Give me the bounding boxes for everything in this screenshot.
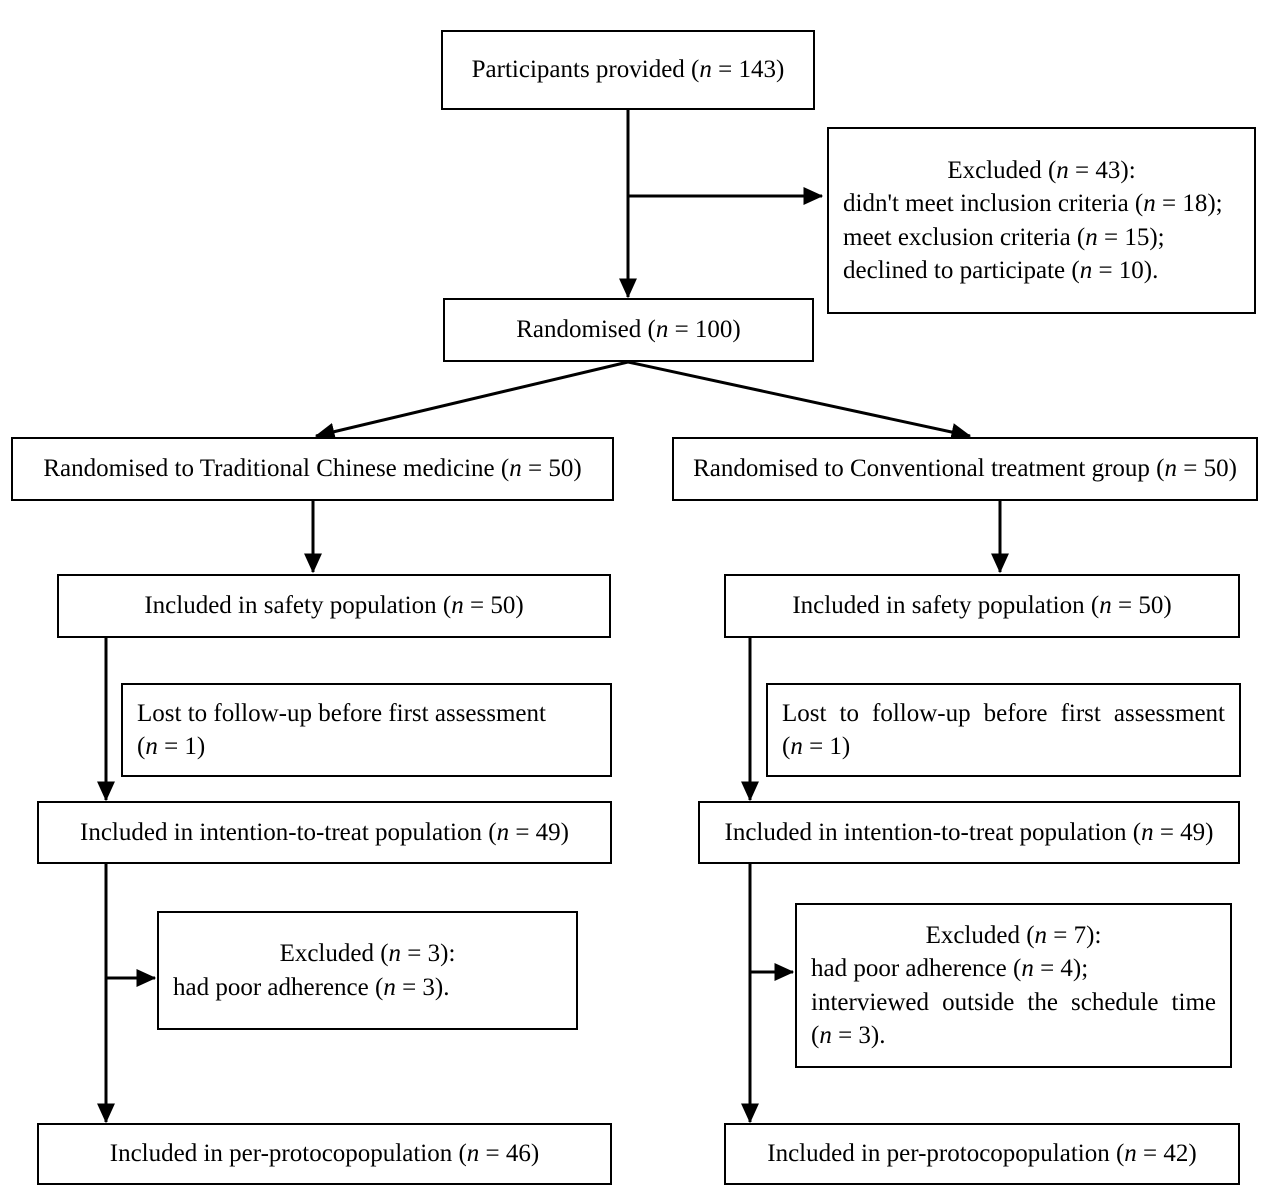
node-text-line: Included in intention-to-treat populatio…: [724, 818, 1214, 846]
node-text-line: Randomised (n = 100): [516, 316, 741, 344]
node-per-protocol-population-tcm: Included in per-protocopopulation (n = 4…: [37, 1123, 612, 1185]
node-text-line: Included in safety population (n = 50): [792, 592, 1172, 620]
node-excluded-enrollment: Excluded (n = 43): didn't meet inclusion …: [827, 127, 1256, 314]
node-text-line: had poor adherence (n = 3).: [173, 973, 450, 1001]
node-text-line: Excluded (n = 7):: [925, 921, 1102, 949]
node-safety-population-tcm: Included in safety population (n = 50): [57, 574, 611, 638]
node-text-line: interviewed outside the schedule time: [811, 988, 1216, 1016]
node-text-line: Included in intention-to-treat populatio…: [80, 818, 569, 846]
node-text-line: Included in per-protocopopulation (n = 4…: [109, 1140, 540, 1168]
node-text-line: Randomised to Traditional Chinese medici…: [43, 455, 582, 483]
node-text-line: meet exclusion criteria (n = 15);: [843, 223, 1165, 251]
node-text-line: Included in safety population (n = 50): [144, 592, 524, 620]
node-allocation-tcm: Randomised to Traditional Chinese medici…: [11, 437, 614, 501]
node-text-line: Lost to follow-up before first assessmen…: [782, 699, 1225, 727]
node-text-line: (n = 3).: [811, 1022, 886, 1049]
node-safety-population-conventional: Included in safety population (n = 50): [724, 574, 1240, 638]
node-text-line: had poor adherence (n = 4);: [811, 955, 1089, 982]
node-text-line: Included in per-protocopopulation (n = 4…: [767, 1140, 1197, 1168]
node-excluded-conventional: Excluded (n = 7): had poor adherence (n =…: [795, 903, 1232, 1068]
node-itt-population-conventional: Included in intention-to-treat populatio…: [698, 801, 1240, 864]
node-text-line: didn't meet inclusion criteria (n = 18);: [843, 190, 1223, 217]
node-text-line: (n = 1): [782, 733, 851, 760]
node-text-line: Excluded (n = 43):: [947, 156, 1136, 184]
node-allocation-conventional: Randomised to Conventional treatment gro…: [672, 437, 1258, 501]
node-lost-to-followup-conventional: Lost to follow-up before first assessmen…: [766, 683, 1241, 777]
node-text-line: (n = 1): [137, 733, 206, 760]
node-text-line: Lost to follow-up before first assessmen…: [137, 699, 546, 727]
node-excluded-tcm: Excluded (n = 3): had poor adherence (n =…: [157, 911, 578, 1030]
arrow-randomised-to-alloc-right: [627, 360, 972, 441]
node-text-line: Excluded (n = 3):: [279, 940, 456, 967]
node-text-line: Randomised to Conventional treatment gro…: [693, 455, 1237, 483]
node-lost-to-followup-tcm: Lost to follow-up before first assessmen…: [121, 683, 612, 777]
node-randomised: Randomised (n = 100): [443, 298, 814, 362]
arrow-randomised-to-alloc-left: [314, 360, 629, 441]
node-text-line: declined to participate (n = 10).: [843, 257, 1159, 284]
node-text-line: Participants provided (n = 143): [471, 56, 785, 84]
node-participants-provided: Participants provided (n = 143): [441, 30, 815, 110]
node-itt-population-tcm: Included in intention-to-treat populatio…: [37, 801, 612, 864]
node-per-protocol-population-conventional: Included in per-protocopopulation (n = 4…: [724, 1123, 1240, 1185]
